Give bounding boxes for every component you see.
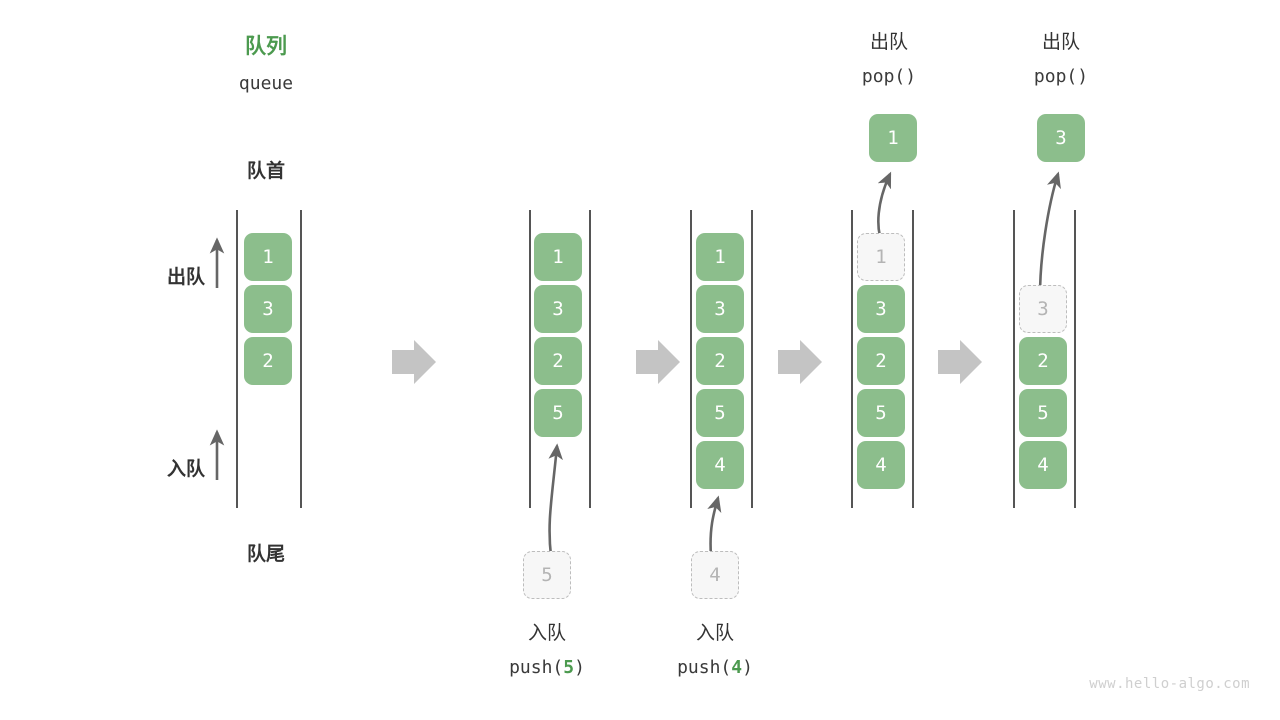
watermark: www.hello-algo.com xyxy=(1089,676,1250,692)
flow-arrow-3 xyxy=(778,340,822,384)
ghost-incoming-item: 5 xyxy=(523,551,571,599)
code-prefix: push( xyxy=(509,657,564,678)
stage-3-caption-cn: 入队 xyxy=(695,623,734,644)
queue-item: 2 xyxy=(244,337,292,385)
code-arg: 4 xyxy=(731,657,743,678)
rear-label: 队尾 xyxy=(246,544,285,565)
rail-right xyxy=(1074,210,1076,508)
code-arg: 5 xyxy=(563,657,575,678)
stage-4-top-label-cn: 出队 xyxy=(869,32,908,53)
rail-left xyxy=(690,210,692,508)
queue-item: 5 xyxy=(696,389,744,437)
code-prefix: push( xyxy=(677,657,732,678)
code-suffix: ) xyxy=(574,657,585,678)
queue-item: 4 xyxy=(1019,441,1067,489)
queue-item: 3 xyxy=(534,285,582,333)
queue-item: 2 xyxy=(696,337,744,385)
popped-item: 3 xyxy=(1037,114,1085,162)
pop-3-arrow xyxy=(1038,171,1061,297)
queue-item: 1 xyxy=(696,233,744,281)
front-label: 队首 xyxy=(246,161,285,182)
rail-left xyxy=(236,210,238,508)
rail-right xyxy=(751,210,753,508)
code-suffix: ) xyxy=(742,657,753,678)
queue-item: 2 xyxy=(1019,337,1067,385)
queue-item: 5 xyxy=(1019,389,1067,437)
queue-item: 1 xyxy=(244,233,292,281)
rail-left xyxy=(1013,210,1015,508)
queue-item: 3 xyxy=(696,285,744,333)
push-4-arrow xyxy=(707,495,722,557)
popped-item: 1 xyxy=(869,114,917,162)
queue-item: 3 xyxy=(857,285,905,333)
queue-item: 3 xyxy=(244,285,292,333)
stage-5-top-label-code: pop() xyxy=(1033,66,1089,87)
push-5-arrow xyxy=(548,443,563,557)
stage-3-caption-code: push(4) xyxy=(655,656,775,679)
ghost-removed-item: 3 xyxy=(1019,285,1067,333)
ghost-incoming-item: 4 xyxy=(691,551,739,599)
flow-arrow-1 xyxy=(392,340,436,384)
enqueue-label: 入队 xyxy=(166,459,205,480)
rail-right xyxy=(589,210,591,508)
stage-5-top-label-cn: 出队 xyxy=(1041,32,1080,53)
queue-item: 2 xyxy=(857,337,905,385)
queue-item: 1 xyxy=(534,233,582,281)
dequeue-label: 出队 xyxy=(166,267,205,288)
stage-2-caption-code: push(5) xyxy=(487,656,607,679)
queue-item: 2 xyxy=(534,337,582,385)
queue-item-new: 4 xyxy=(696,441,744,489)
queue-item-new: 5 xyxy=(534,389,582,437)
stage-2-caption-cn: 入队 xyxy=(527,623,566,644)
flow-arrow-2 xyxy=(636,340,680,384)
diagram-title-en: queue xyxy=(238,73,294,94)
diagram-title-cn: 队列 xyxy=(245,35,287,58)
flow-arrow-4 xyxy=(938,340,982,384)
rail-right xyxy=(300,210,302,508)
rail-right xyxy=(912,210,914,508)
rail-left xyxy=(851,210,853,508)
stage-4-top-label-code: pop() xyxy=(861,66,917,87)
ghost-removed-item: 1 xyxy=(857,233,905,281)
rail-left xyxy=(529,210,531,508)
queue-item: 4 xyxy=(857,441,905,489)
queue-item: 5 xyxy=(857,389,905,437)
